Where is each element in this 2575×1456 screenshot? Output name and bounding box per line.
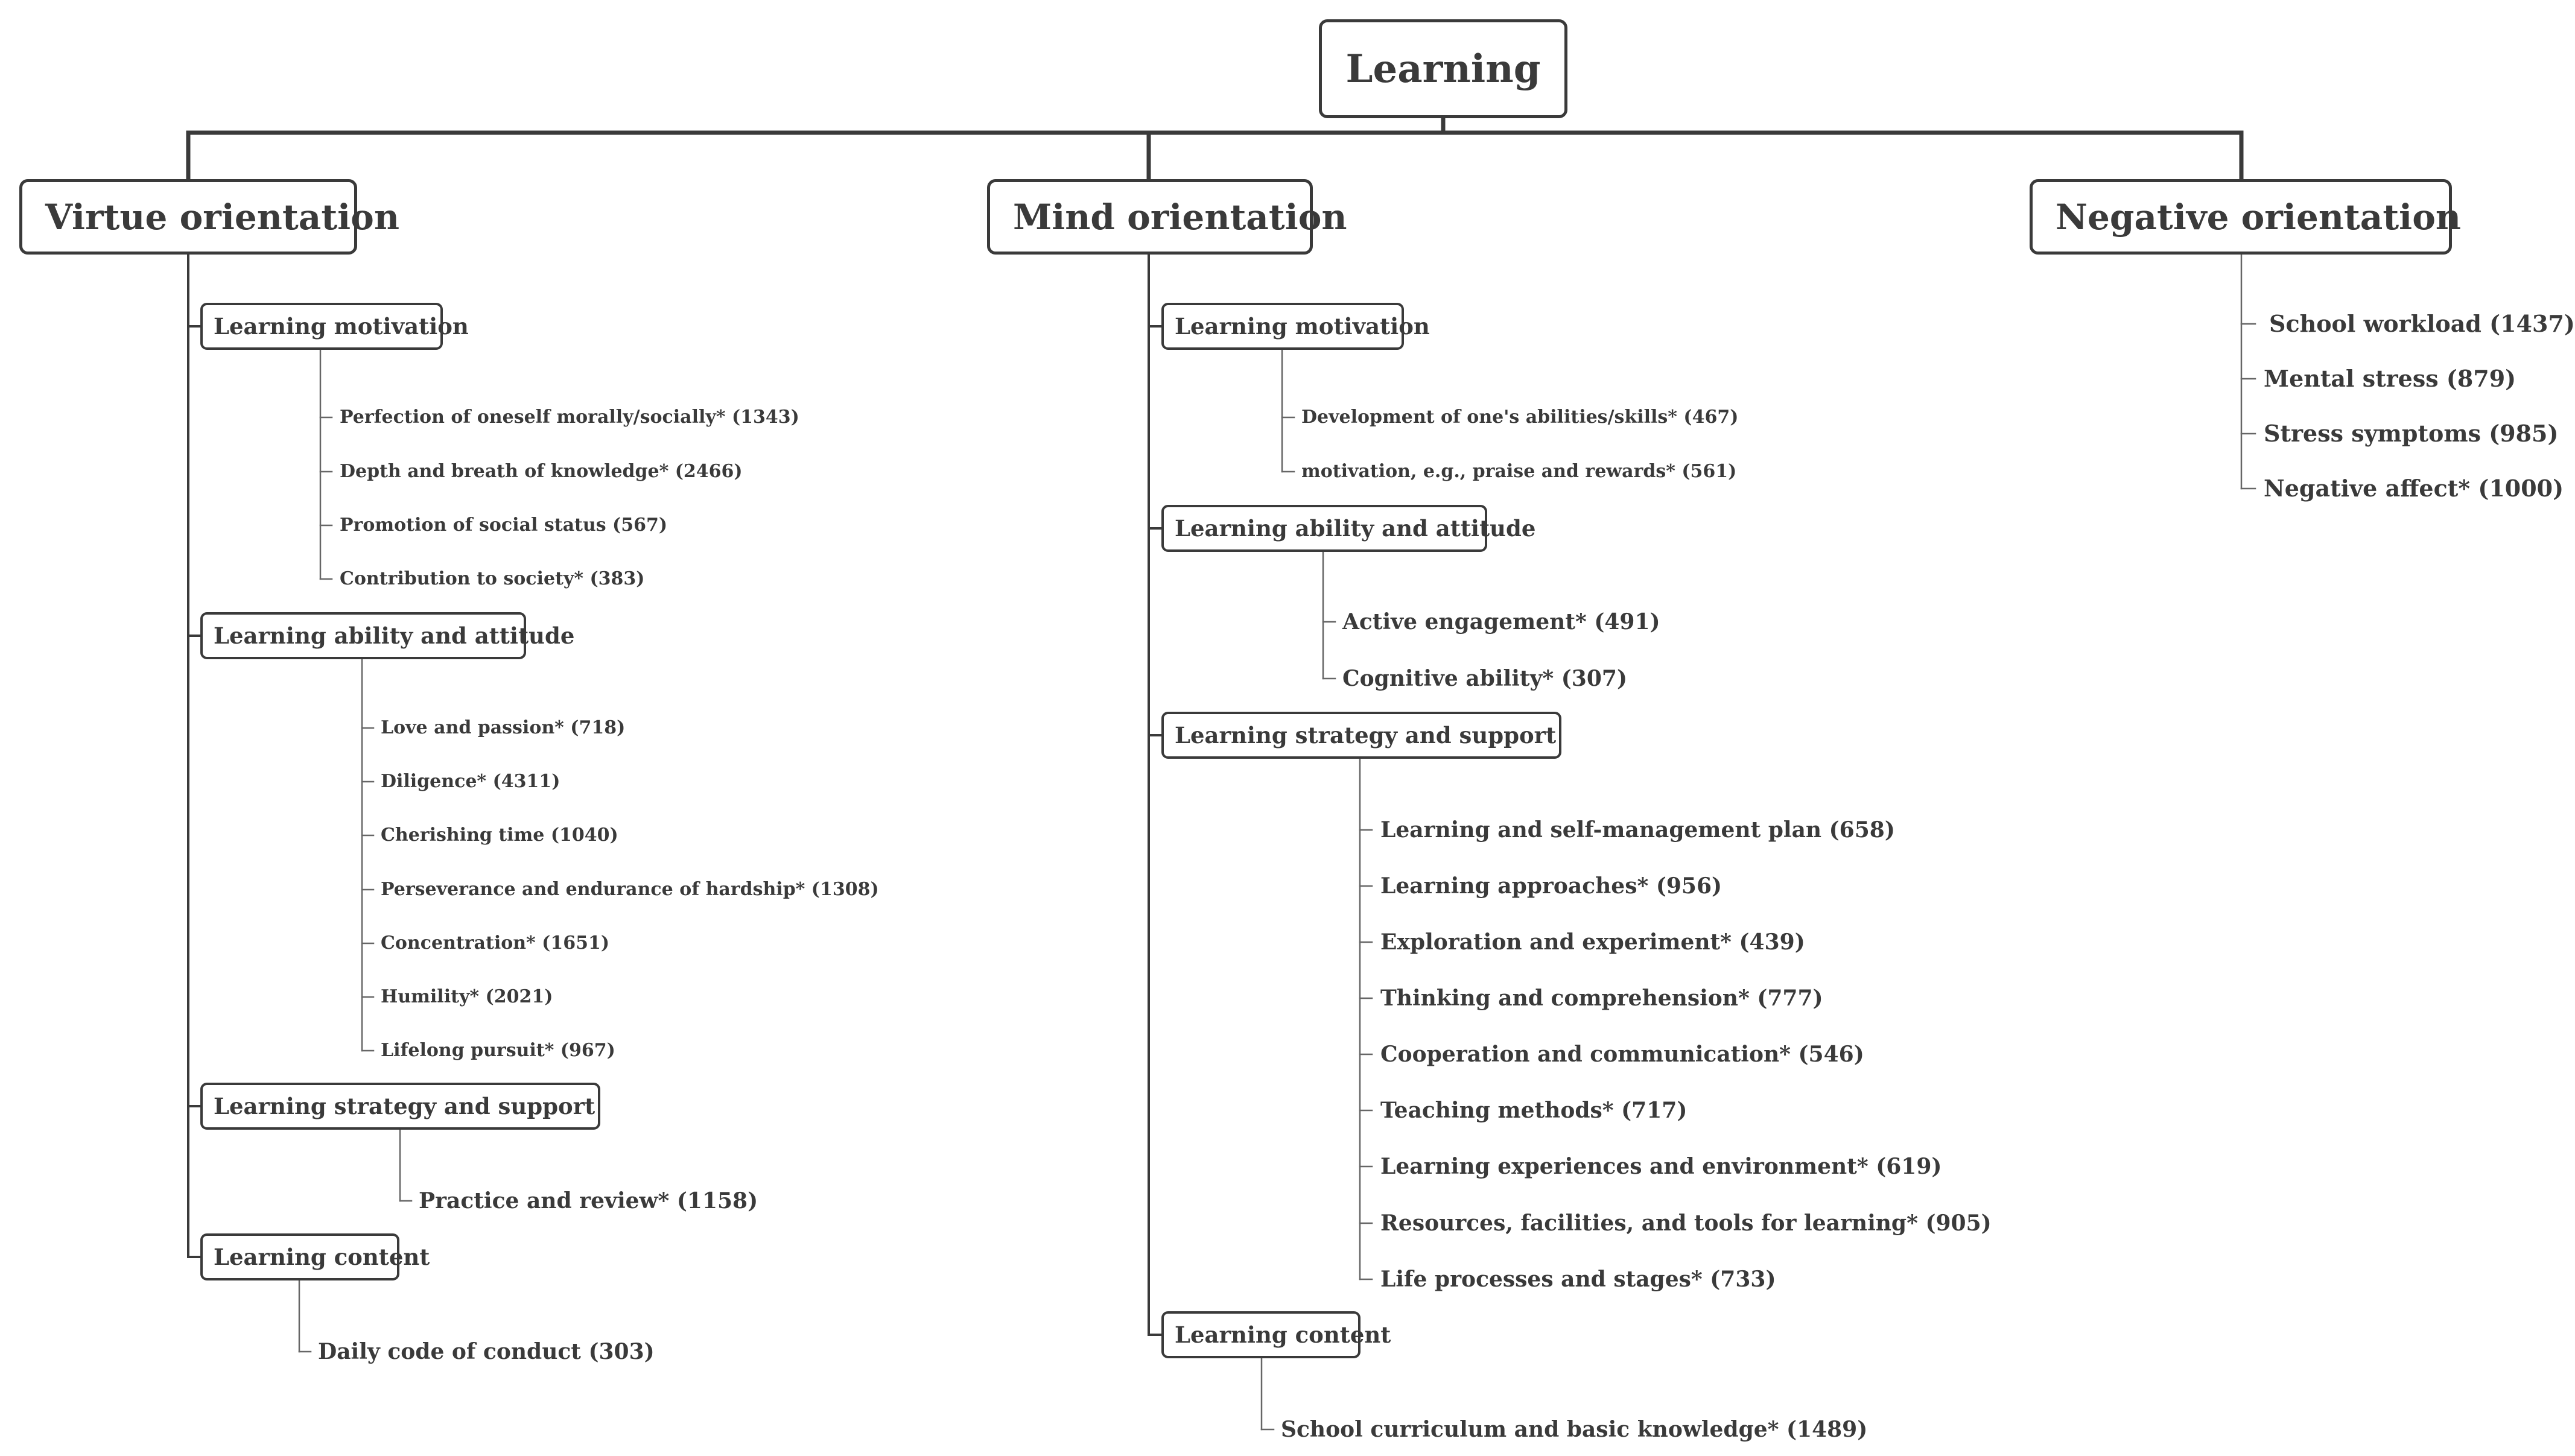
category-label: Virtue orientation	[45, 196, 400, 238]
virtue-learning-content-box: Learning content	[200, 1233, 430, 1280]
leaf-item: School workload (1437)	[2269, 310, 2575, 337]
virtue-learning-ability-box: Learning ability and attitude	[200, 612, 574, 659]
root-node: Learning	[1319, 19, 1567, 118]
virtue-learning-motivation-box: Learning motivation	[200, 303, 469, 350]
mind-learning-strategy-box: Learning strategy and support	[1161, 712, 1561, 759]
leaf-item: Learning approaches* (956)	[1380, 873, 1722, 899]
leaf-item: Stress symptoms (985)	[2264, 420, 2559, 447]
leaf-item: Development of one's abilities/skills* (…	[1301, 407, 1739, 428]
leaf-item: Negative affect* (1000)	[2264, 475, 2564, 502]
group-label: Learning strategy and support	[1175, 722, 1557, 749]
group-label: Learning ability and attitude	[1175, 515, 1536, 542]
leaf-item: motivation, e.g., praise and rewards* (5…	[1301, 461, 1737, 482]
leaf-item: Exploration and experiment* (439)	[1380, 929, 1805, 955]
leaf-item: Lifelong pursuit* (967)	[381, 1040, 615, 1061]
group-label: Learning content	[214, 1244, 430, 1270]
leaf-item: Depth and breath of knowledge* (2466)	[340, 461, 743, 482]
mind-learning-content-box: Learning content	[1161, 1311, 1391, 1358]
leaf-item: Cherishing time (1040)	[381, 825, 618, 846]
group-label: Learning motivation	[214, 313, 469, 340]
leaf-item: Resources, facilities, and tools for lea…	[1380, 1211, 1992, 1236]
leaf-item: Learning experiences and environment* (6…	[1380, 1154, 1942, 1179]
group-label: Learning motivation	[1175, 313, 1430, 340]
leaf-item: School curriculum and basic knowledge* (…	[1281, 1417, 1868, 1442]
leaf-item: Love and passion* (718)	[381, 717, 626, 738]
mind-learning-ability-box: Learning ability and attitude	[1161, 505, 1535, 552]
group-label: Learning ability and attitude	[214, 622, 575, 649]
group-label: Learning content	[1175, 1321, 1391, 1348]
leaf-item: Active engagement* (491)	[1342, 609, 1660, 635]
root-label: Learning	[1345, 46, 1541, 92]
leaf-item: Cooperation and communication* (546)	[1380, 1042, 1864, 1067]
leaf-item: Life processes and stages* (733)	[1380, 1267, 1776, 1292]
leaf-item: Practice and review* (1158)	[419, 1188, 758, 1214]
leaf-item: Mental stress (879)	[2264, 365, 2516, 392]
leaf-item: Daily code of conduct (303)	[318, 1339, 655, 1364]
category-label: Mind orientation	[1013, 196, 1347, 238]
leaf-item: Diligence* (4311)	[381, 771, 560, 792]
group-label: Learning strategy and support	[214, 1093, 595, 1119]
leaf-item: Thinking and comprehension* (777)	[1380, 986, 1823, 1011]
leaf-item: Teaching methods* (717)	[1380, 1098, 1688, 1123]
leaf-item: Promotion of social status (567)	[340, 514, 668, 536]
leaf-item: Humility* (2021)	[381, 986, 553, 1007]
leaf-item: Perfection of oneself morally/socially* …	[340, 407, 799, 428]
leaf-item: Learning and self-management plan (658)	[1380, 817, 1895, 843]
virtue-learning-strategy-box: Learning strategy and support	[200, 1083, 600, 1130]
leaf-item: Cognitive ability* (307)	[1342, 666, 1627, 691]
leaf-item: Contribution to society* (383)	[340, 568, 645, 589]
category-negative-orientation: Negative orientation	[2030, 179, 2461, 255]
category-virtue-orientation: Virtue orientation	[19, 179, 399, 255]
mind-learning-motivation-box: Learning motivation	[1161, 303, 1430, 350]
category-label: Negative orientation	[2056, 196, 2462, 238]
leaf-item: Concentration* (1651)	[381, 932, 610, 954]
category-mind-orientation: Mind orientation	[987, 179, 1347, 255]
leaf-item: Perseverance and endurance of hardship* …	[381, 879, 879, 900]
